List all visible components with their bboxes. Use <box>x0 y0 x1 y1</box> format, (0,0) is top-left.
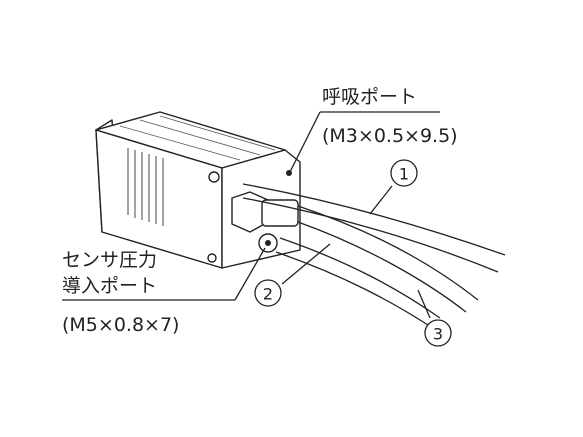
tube-2-lower-edge <box>297 221 467 313</box>
callout-2: 2 <box>254 279 282 307</box>
screw-top <box>208 171 220 183</box>
tube-1-upper-edge <box>242 183 506 256</box>
breathing-port-spec: (M3×0.5×9.5) <box>322 125 458 147</box>
tube-2-upper-edge <box>297 205 479 301</box>
fitting-nut-hole <box>265 240 271 246</box>
fitting-sleeve <box>261 199 299 227</box>
breathing-port-label: 呼吸ポート <box>322 86 417 108</box>
callout-2-leader <box>281 243 331 285</box>
port-fitting <box>231 191 299 253</box>
callout-1-leader <box>369 185 393 215</box>
tubes <box>242 183 506 326</box>
callout-3-number: 3 <box>433 325 443 344</box>
breathing-port-leader-diagonal <box>289 111 321 173</box>
sensor-port-label-line1: センサ圧力 <box>62 249 157 271</box>
device-vents <box>127 148 164 226</box>
sensor-port-leader-diagonal <box>234 247 266 301</box>
sensor-port-label-line2: 導入ポート <box>62 275 157 297</box>
callout-1: 1 <box>390 159 418 187</box>
device-top-grid <box>119 115 276 161</box>
callout-3: 3 <box>424 319 452 347</box>
tube-1-lower-edge <box>242 197 499 273</box>
callout-1-number: 1 <box>399 165 409 184</box>
leader-lines <box>62 111 440 319</box>
tube-3-lower-edge <box>275 251 429 326</box>
callout-3-leader <box>417 289 431 319</box>
callout-2-number: 2 <box>263 285 273 304</box>
screw-bottom <box>207 253 217 263</box>
sensor-port-spec: (M5×0.8×7) <box>62 314 179 336</box>
